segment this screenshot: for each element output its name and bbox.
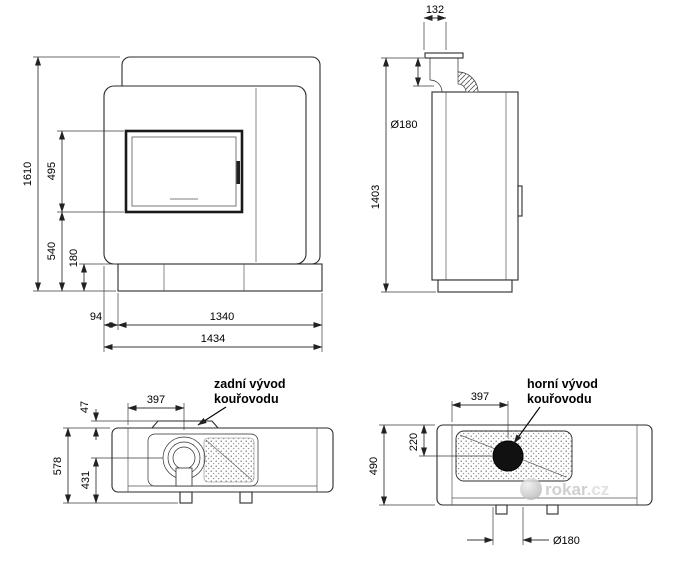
side-body [431,91,519,281]
top-outlet-label: horní vývod kouřovodu [513,377,598,444]
dim-body-width: 1340 [210,311,234,323]
dim-flue-height: 1403 [370,185,382,209]
front-base-plinth [117,263,323,292]
watermark-logo-icon [520,478,542,500]
front-dimensions-left: 1610 495 540 180 [22,56,124,292]
top-outlet-label-line2: kouřovodu [527,392,592,406]
dim-total-depth: 578 [52,457,64,475]
dim-back-gap: 47 [79,401,91,413]
dim-flue-to-front: 431 [80,471,92,489]
dim-flue-center-x: 397 [147,394,165,406]
top-flue-outlet-hole [492,440,524,472]
flue-collar [424,52,464,59]
plan-rear-dimensions: 397 47 431 578 [52,394,185,504]
dim-plinth-height: 180 [68,249,80,267]
watermark: rokar.cz [520,478,609,500]
rear-flue-plate [150,420,220,429]
top-outlet-label-line1: horní vývod [527,377,598,391]
dim-total-depth: 490 [368,457,380,475]
dim-flue-offset: 132 [426,4,444,16]
dim-flue-diameter: Ø180 [553,535,580,547]
front-view: 1610 495 540 180 94 1340 1434 [22,56,323,352]
front-unit-outline [103,56,323,292]
plan-rear-unit [111,420,334,504]
rear-flue-damper [175,467,193,487]
door-handle [236,161,240,184]
plan-foot [546,504,559,515]
plan-foot [179,491,193,504]
grille-diagonal [205,439,253,481]
plan-top-dimensions: 397 220 490 Ø180 [368,391,580,547]
door-glass [131,136,237,207]
dim-lower-height: 540 [46,242,58,260]
rear-outlet-label: zadní vývod kouřovodu [197,377,286,426]
rear-outlet-label-line1: zadní vývod [214,377,286,391]
plan-top-unit [436,424,653,515]
dim-flue-center-y: 220 [408,433,420,451]
dim-total-width: 1434 [201,333,225,345]
plan-view-rear-outlet: 397 47 431 578 zadní vývod kouřovodu [52,377,334,504]
side-base [437,279,513,293]
rear-outlet-label-line2: kouřovodu [214,392,279,406]
side-unit-outline [424,52,523,293]
side-door-handle [517,185,523,217]
dim-total-height: 1610 [22,162,34,186]
rear-outlet-leader-arrow [197,406,227,426]
top-outlet-leader-arrow [513,406,541,444]
front-dimensions-bottom: 94 1340 1434 [90,266,323,352]
watermark-text: rokar.cz [545,480,609,499]
dim-left-offset: 94 [90,311,102,323]
flue-elbow-hatch [457,71,479,93]
side-dimensions: 132 Ø180 1403 [370,4,447,293]
watermark-tld: .cz [587,480,610,499]
plan-top-opening [147,433,259,487]
dim-flue-center-x: 397 [471,391,489,403]
plan-foot [239,491,253,504]
dim-glass-height: 495 [46,162,58,180]
watermark-name: rokar [545,480,588,499]
plan-foot [495,504,508,515]
flue-elbow-inner [429,79,443,93]
dim-flue-diameter: Ø180 [391,119,418,131]
plan-view-top-outlet: 397 220 490 Ø180 horní vývod kouřovodu [368,377,653,547]
side-view: 132 Ø180 1403 [370,4,523,293]
